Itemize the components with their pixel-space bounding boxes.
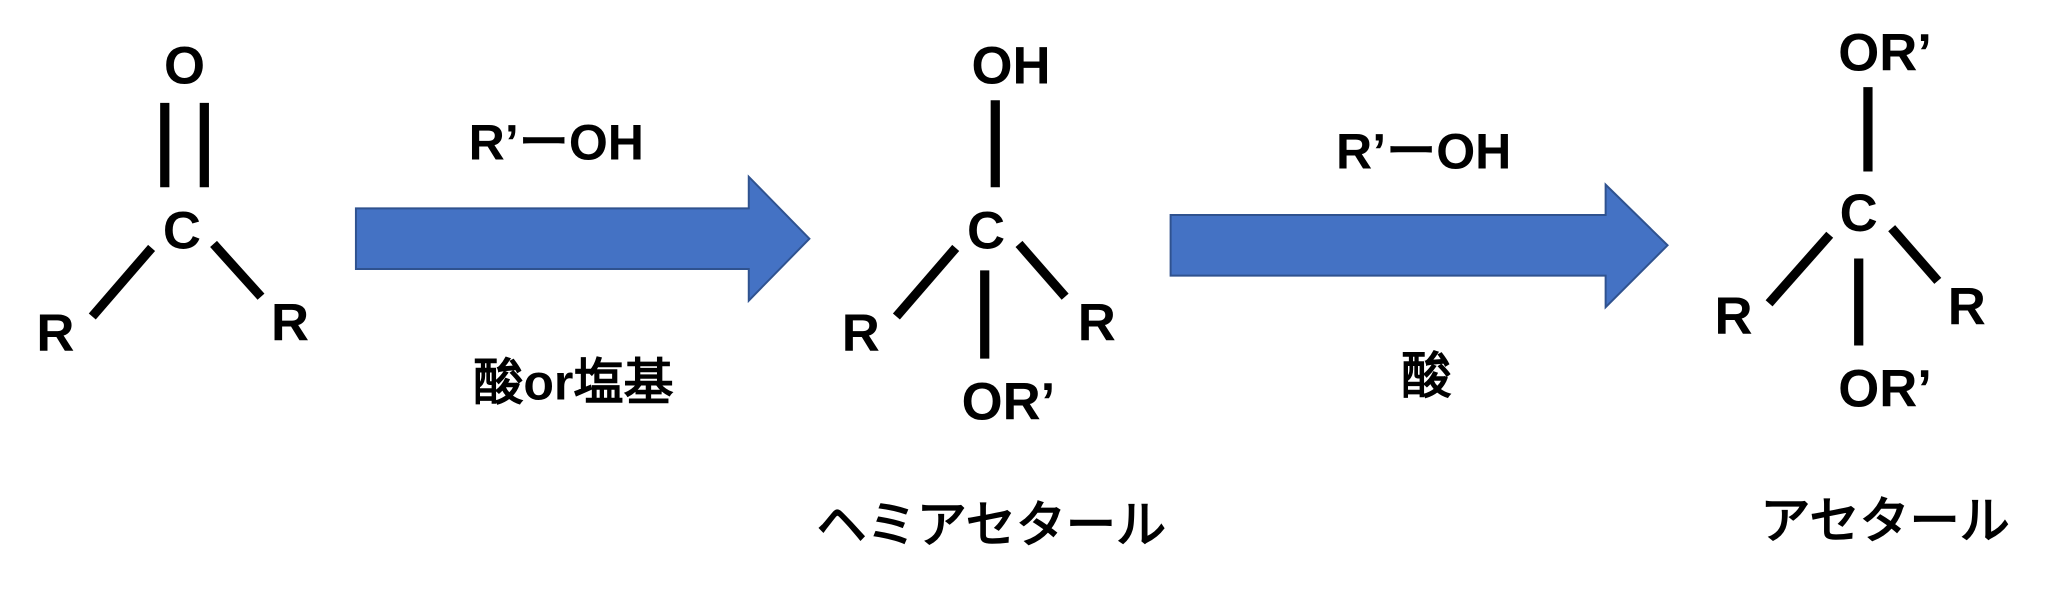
carbon-atom: C <box>1840 184 1878 243</box>
hemiacetal-structure: OH C R R OR’ ヘミアセタール <box>817 37 1167 553</box>
r-group-left: R <box>36 304 74 363</box>
oxygen-atom: O <box>164 37 205 96</box>
reaction-arrow-2 <box>1169 182 1669 310</box>
step1-reagent: R’ーOH <box>469 114 644 170</box>
step2-condition: 酸 <box>1401 348 1452 404</box>
r-group-right: R <box>1948 278 1986 337</box>
bond-left <box>892 244 960 320</box>
bond-right <box>1015 240 1069 300</box>
step1-condition: 酸or塩基 <box>473 354 673 410</box>
r-group-right: R <box>271 294 309 353</box>
carbon-atom: C <box>967 201 1005 260</box>
reaction-arrow-1 <box>354 174 811 304</box>
bond-left <box>1765 231 1834 307</box>
alkoxy-group-bottom: OR’ <box>1838 359 1932 418</box>
step2-reagent: R’ーOH <box>1336 124 1511 180</box>
carbon-atom: C <box>163 201 201 260</box>
hemiacetal-label: ヘミアセタール <box>817 497 1167 553</box>
bond-left <box>88 244 156 320</box>
hydroxyl-group: OH <box>972 37 1051 96</box>
bond-right <box>1888 225 1942 284</box>
ketone-structure: O C R R <box>36 37 309 364</box>
acetal-label: アセタール <box>1760 493 2009 549</box>
r-group-right: R <box>1078 294 1116 353</box>
bond-right <box>210 240 265 300</box>
alkoxy-group: OR’ <box>962 373 1056 432</box>
acetal-structure: OR’ C R R OR’ アセタール <box>1714 23 2009 548</box>
r-group-left: R <box>1714 287 1752 346</box>
alkoxy-group-top: OR’ <box>1838 23 1932 82</box>
r-group-left: R <box>842 304 880 363</box>
